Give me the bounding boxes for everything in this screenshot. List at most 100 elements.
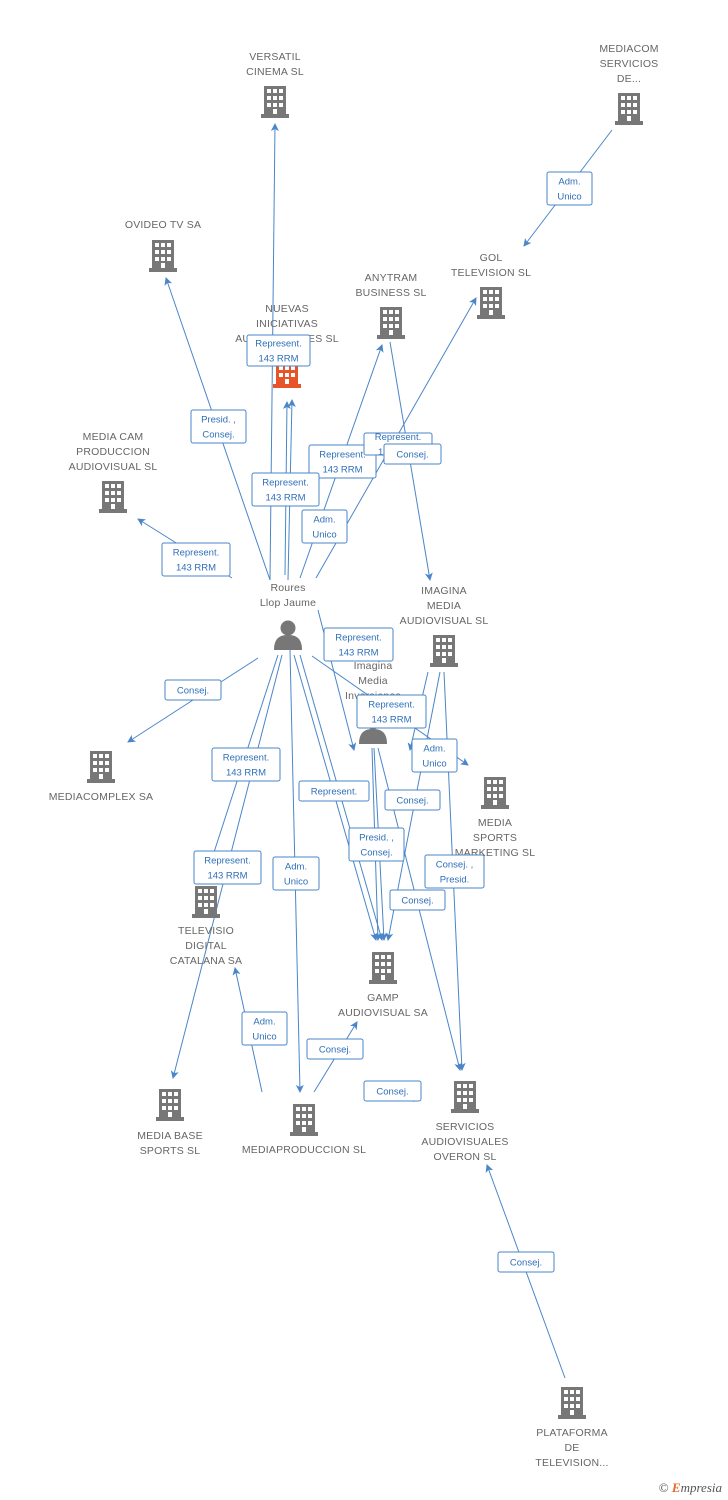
edge-label-l16[interactable]: Consej. [384, 789, 441, 811]
ovideo-building-icon[interactable] [149, 240, 177, 272]
nodes-layer [87, 86, 643, 1419]
mediacomplex-building-icon[interactable] [87, 751, 115, 783]
edge-label-text: Consej. , [436, 860, 474, 871]
edge-label-text: Consej. [360, 848, 392, 859]
label-line: SPORTS [473, 832, 517, 844]
edge-label-l15[interactable]: Represent. [298, 780, 370, 802]
edge-label-l3[interactable]: Presid. ,Consej. [190, 409, 247, 444]
label-line: SPORTS SL [140, 1145, 201, 1157]
ovideo-label: OVIDEO TV SA [125, 219, 201, 231]
edge-label-text: 143 RRM [265, 493, 305, 504]
edge-label-l20[interactable]: Adm. Unico [272, 856, 320, 891]
label-line: ANYTRAM [365, 272, 418, 284]
edge-label-text: Unico [557, 192, 581, 203]
edge-label-l4[interactable]: Represent.143 RRM [308, 444, 377, 479]
edge-label-l17[interactable]: Presid. ,Consej. [348, 827, 405, 862]
label-line: Media [358, 675, 388, 687]
edge-label-text: Adm. [423, 744, 445, 755]
edge-label-text: Represent. [223, 753, 269, 764]
televisio-building-icon[interactable] [192, 886, 220, 918]
edge-label-l12[interactable]: Consej. [164, 679, 222, 701]
edge-label-text: Represent. [204, 856, 250, 867]
label-line: AUDIOVISUAL SL [400, 615, 489, 627]
edge-label-l9[interactable]: Represent.143 RRM [161, 542, 231, 577]
plataforma-building-icon[interactable] [558, 1387, 586, 1419]
edge-label-text: Consej. [376, 1087, 408, 1098]
brand-name: mpresia [680, 1480, 722, 1495]
media-sports-building-icon[interactable] [481, 777, 509, 809]
edge-label-l21[interactable]: Consej. [389, 889, 446, 911]
label-line: PRODUCCION [76, 446, 150, 458]
edges-layer [127, 123, 613, 1379]
label-line: BUSINESS SL [355, 287, 426, 299]
label-line: DIGITAL [185, 940, 226, 952]
copyright-symbol: © [658, 1480, 669, 1495]
label-line: DE... [617, 73, 641, 85]
label-line: TELEVISION... [535, 1457, 608, 1469]
edge-label-text: Unico [312, 530, 336, 541]
gol-building-icon[interactable] [477, 287, 505, 319]
label-line: GAMP [367, 992, 399, 1004]
edge-label-text: 143 RRM [371, 715, 411, 726]
edge-label-l11[interactable]: Represent.143 RRM [356, 694, 427, 729]
label-line: INICIATIVAS [256, 318, 318, 330]
edge-label-l7[interactable]: Consej. [383, 443, 442, 465]
label-line: IMAGINA [421, 585, 467, 597]
label-line: Llop Jaume [260, 597, 316, 609]
label-line: CATALANA SA [170, 955, 242, 967]
edge-label-l22[interactable]: Adm.Unico [241, 1011, 288, 1046]
edge-label-text: Unico [422, 759, 446, 770]
label-line: GOL [480, 252, 503, 264]
edge-label-text: Adm. [285, 862, 307, 873]
edge-label-l8[interactable]: Adm. Unico [301, 509, 348, 544]
edge-label-l19[interactable]: Consej. , Presid. [424, 854, 485, 889]
label-line: Roures [270, 582, 305, 594]
roures-person-icon[interactable] [274, 620, 302, 651]
edge-label-l13[interactable]: Represent. 143 RRM [211, 747, 281, 782]
mediacom-building-icon[interactable] [615, 93, 643, 125]
edge-label-l18[interactable]: Represent.143 RRM [193, 850, 262, 885]
edge-label-l6[interactable]: Represent.143 RRM [251, 472, 320, 507]
edge-label-text: Presid. [440, 875, 470, 886]
edge-label-l25[interactable]: Consej. [497, 1251, 555, 1273]
televisio-label: TELEVISIO DIGITAL CATALANA SA [170, 925, 242, 967]
edge-label-text: 143 RRM [226, 768, 266, 779]
edge-label-text: Consej. [396, 796, 428, 807]
edge-label-l2[interactable]: Represent.143 RRM [246, 334, 311, 367]
edge-label-l14[interactable]: Adm. Unico [411, 738, 458, 773]
edge-label-l10[interactable]: Represent.143 RRM [323, 627, 394, 662]
edge-label-text: Represent. [335, 633, 381, 644]
label-line: MEDIA [478, 817, 512, 829]
label-line: OVIDEO TV SA [125, 219, 201, 231]
media-base-building-icon[interactable] [156, 1089, 184, 1121]
edge-label-text: Unico [284, 877, 308, 888]
label-line: TELEVISIO [178, 925, 234, 937]
gamp-building-icon[interactable] [369, 952, 397, 984]
edge-label-text: Adm. [313, 515, 335, 526]
anytram-building-icon[interactable] [377, 307, 405, 339]
label-line: SERVICIOS [436, 1121, 495, 1133]
label-line: MEDIACOM [599, 43, 658, 55]
servicios-building-icon[interactable] [451, 1081, 479, 1113]
edge-label-l1[interactable]: Adm. Unico [546, 171, 593, 206]
mediaproduccion-label: MEDIAPRODUCCION SL [242, 1144, 366, 1156]
mediacam-building-icon[interactable] [99, 481, 127, 513]
edge-label-l23[interactable]: Consej. [306, 1038, 364, 1060]
label-line: OVERON SL [433, 1151, 496, 1163]
edge-label-text: Consej. [510, 1258, 542, 1269]
label-line: MEDIA [427, 600, 461, 612]
imagina-media-building-icon[interactable] [430, 635, 458, 667]
edge-label-text: Adm. [558, 177, 580, 188]
label-line: DE [565, 1442, 580, 1454]
mediaproduccion-building-icon[interactable] [290, 1104, 318, 1136]
versatil-building-icon[interactable] [261, 86, 289, 118]
edge-label-l24[interactable]: Consej. [363, 1080, 422, 1102]
label-line: AUDIOVISUAL SL [69, 461, 158, 473]
edge-label-text: Adm. [253, 1017, 275, 1028]
